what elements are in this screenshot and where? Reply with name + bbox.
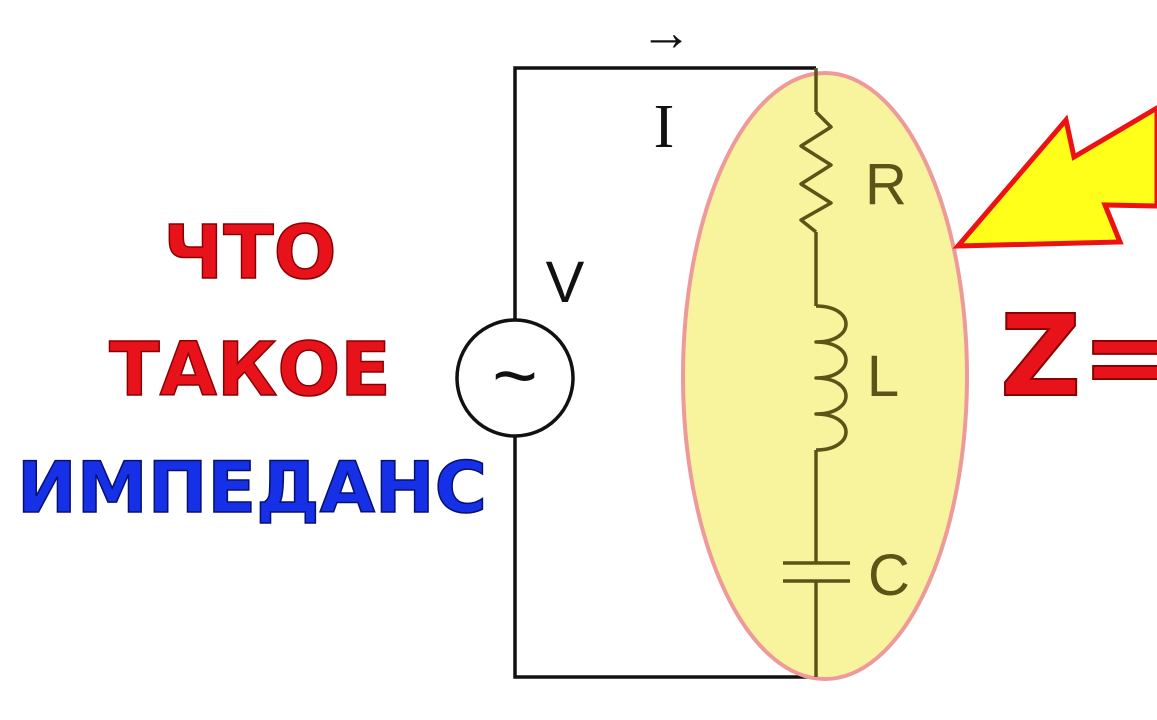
- title-line-1: ЧТО: [163, 210, 336, 296]
- ac-source-circle: [455, 318, 575, 438]
- capacitor-label: C: [868, 543, 910, 608]
- rlc-components: [783, 68, 850, 677]
- inductor-label: L: [867, 344, 899, 409]
- title-line-3: ИМПЕДАНС: [17, 447, 487, 529]
- circuit-wires: [513, 66, 818, 679]
- current-label: I: [654, 93, 675, 161]
- title-group: ЧТО ТАКОЕ ИМПЕДАНС: [16, 209, 488, 530]
- pointer-arrow-icon: [952, 105, 1157, 249]
- ac-source-symbol: ~: [492, 331, 538, 419]
- wire-bottom: [513, 436, 818, 679]
- current-arrow-icon: →: [640, 4, 692, 62]
- title-line-2: ТАКОЕ: [109, 327, 391, 413]
- impedance-formula: Z=: [1000, 292, 1157, 422]
- resistor-zigzag: [799, 110, 833, 234]
- inductor-coils: [814, 304, 848, 452]
- resistor-label: R: [865, 152, 907, 217]
- source-label: V: [546, 250, 585, 315]
- ac-source: ~: [455, 318, 575, 438]
- wire-top: [513, 66, 816, 320]
